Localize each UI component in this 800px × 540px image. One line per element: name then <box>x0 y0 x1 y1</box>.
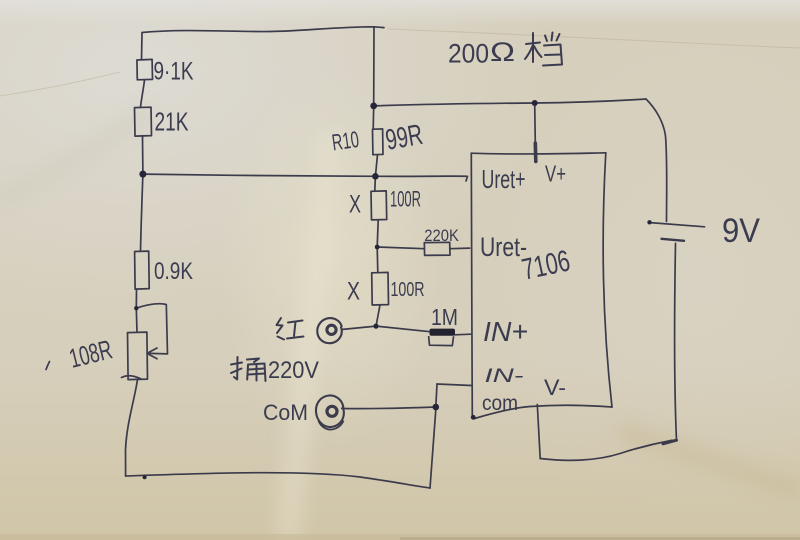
svg-text:9V: 9V <box>722 212 760 250</box>
svg-text:100R: 100R <box>391 279 425 301</box>
svg-text:220V: 220V <box>268 357 319 384</box>
svg-text:99R: 99R <box>383 119 425 157</box>
svg-text:X: X <box>349 191 361 219</box>
svg-text:Ω: Ω <box>490 37 515 67</box>
svg-text:220K: 220K <box>424 226 459 245</box>
svg-text:com: com <box>482 392 518 415</box>
svg-text:V-: V- <box>544 375 566 400</box>
svg-text:200: 200 <box>448 39 489 69</box>
svg-text:9·1K: 9·1K <box>154 58 194 86</box>
svg-text:R10: R10 <box>330 126 360 156</box>
svg-text:X: X <box>347 278 360 306</box>
svg-text:IN-: IN- <box>485 366 524 387</box>
svg-text:CoM: CoM <box>263 400 308 425</box>
svg-text:Uret+: Uret+ <box>482 164 526 194</box>
svg-text:V+: V+ <box>545 161 566 187</box>
svg-text:Uret-: Uret- <box>480 232 527 262</box>
svg-text:0.9K: 0.9K <box>154 258 193 285</box>
svg-text:100R: 100R <box>390 187 421 212</box>
svg-text:21K: 21K <box>155 107 189 137</box>
svg-text:IN+: IN+ <box>483 316 528 347</box>
svg-text:1M: 1M <box>431 304 458 330</box>
